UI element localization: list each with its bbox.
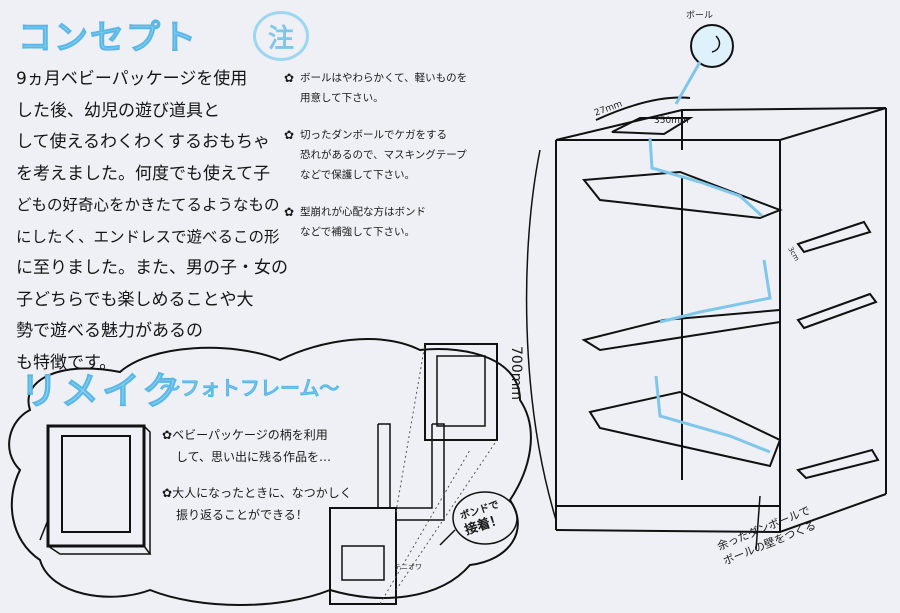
- note-line: などで補強して下さい。: [300, 226, 415, 238]
- flower-icon: ✿: [284, 205, 295, 219]
- remake-title: リメイク: [19, 369, 184, 414]
- flower-icon: ✿: [284, 128, 295, 142]
- remake-cloud-outline: [8, 338, 532, 606]
- concept-line: した後、幼児の遊び道具と: [16, 100, 220, 121]
- note-line: 切ったダンボールでケガをする: [300, 129, 447, 141]
- concept-line: どもの好奇心をかきたてるようなもの: [16, 196, 280, 214]
- caution-notes: ✿ ボールはやわらかくて、軽いものを 用意して下さい。 ✿ 切ったダンボールでケ…: [284, 68, 514, 259]
- ball-label: ボール: [686, 11, 714, 21]
- caution-note: ✿ 切ったダンボールでケガをする 恐れがあるので、マスキングテープ などで保護し…: [284, 125, 514, 185]
- caution-note: ✿ 型崩れが心配な方はボンド などで補強して下さい。: [284, 202, 514, 242]
- shelf-box-drawing: [525, 96, 887, 551]
- note-line: 恐れがあるので、マスキングテープ: [300, 149, 467, 161]
- width-dimension: 350mm: [654, 116, 689, 126]
- remake-note: ✿大人になったときに、なつかしく 振り返ることができる！: [162, 482, 352, 526]
- note-line: ボールはやわらかくて、軽いものを: [300, 72, 468, 84]
- concept-line: して使えるわくわくするおもちゃ: [16, 132, 270, 152]
- remake-note-line: ✿大人になったときに、なつかしく: [162, 486, 352, 500]
- ball-path: [648, 61, 772, 454]
- remake-note-line: 振り返ることができる！: [176, 508, 308, 522]
- remake-note: ✿ベビーパッケージの柄を利用 して、思い出に残る作品を…: [162, 424, 331, 468]
- bond-bubble: [452, 491, 518, 545]
- flower-icon: ✿: [162, 428, 173, 442]
- concept-line: も特徴です。: [16, 352, 117, 373]
- height-dimension: 700mm: [508, 346, 524, 400]
- concept-line: 9ヵ月ベビーパッケージを使用: [16, 69, 248, 89]
- concept-line: 勢で遊べる魅力があるの: [16, 321, 203, 341]
- note-line: などで保護して下さい。: [300, 169, 415, 181]
- concept-line: を考えました。何度でも使えて子: [16, 163, 271, 184]
- assembly-box: [329, 507, 397, 605]
- ball-drawing: [690, 24, 734, 68]
- note-line: 型崩れが心配な方はボンド: [300, 206, 426, 218]
- concept-title: コンセプト: [18, 18, 198, 59]
- photo-frame-outer: [46, 424, 146, 548]
- concept-line: 子どちらでも楽しめることや大: [16, 289, 254, 310]
- caution-note: ✿ ボールはやわらかくて、軽いものを 用意して下さい。: [284, 68, 514, 108]
- note-line: 用意して下さい。: [300, 92, 384, 104]
- remake-note-line: ✿ベビーパッケージの柄を利用: [162, 428, 328, 442]
- flower-icon: ✿: [162, 486, 173, 500]
- concept-line: にしたく、エンドレスで遊べるこの形: [16, 227, 280, 246]
- concept-body: 9ヵ月ベビーパッケージを使用 した後、幼児の遊び道具と して使えるわくわくするお…: [16, 64, 288, 379]
- caution-badge: 注: [253, 11, 309, 61]
- remake-note-line: して、思い出に残る作品を…: [176, 450, 332, 464]
- assembly-top-frame: [424, 343, 498, 441]
- small-label: テニオワ: [394, 563, 422, 571]
- remake-subtitle: 〜フォトフレーム〜: [160, 376, 340, 401]
- photo-frame-inner: [61, 435, 131, 533]
- flower-icon: ✿: [284, 71, 295, 85]
- concept-line: に至りました。また、男の子・女の: [16, 258, 288, 278]
